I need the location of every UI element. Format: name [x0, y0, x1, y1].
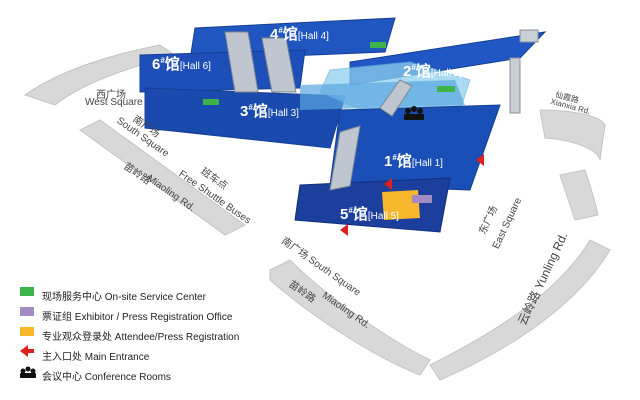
- service-center-hall6[interactable]: [203, 99, 219, 105]
- support-columns: [509, 29, 539, 114]
- green-square-icon: [20, 287, 34, 296]
- hall-3-block[interactable]: [144, 87, 346, 149]
- escalators: [224, 31, 413, 191]
- service-center-hall2[interactable]: [437, 86, 455, 92]
- service-center-hall4[interactable]: [370, 42, 386, 48]
- south-square-band: [79, 119, 246, 236]
- west-square-road: [23, 44, 177, 106]
- purple-square-icon: [20, 307, 34, 316]
- conference-people-icon: [20, 366, 36, 378]
- legend-item-attendee-registration: 专业观众登录处 Attendee/Press Registration: [42, 331, 240, 343]
- legend-item-service-center: 现场服务中心 On-site Service Center: [42, 291, 206, 303]
- hall-6-label: 6#馆[Hall 6]: [152, 56, 211, 73]
- xianxia-road: [539, 109, 606, 161]
- hall-2-floor: [300, 80, 465, 110]
- hall-4-label: 4#馆[Hall 4]: [270, 26, 329, 43]
- map-legend: 现场服务中心 On-site Service Center 票证组 Exhibi…: [20, 285, 239, 385]
- hall-2-label: 2#馆[Hall 2]: [403, 63, 462, 80]
- attendee-registration-area[interactable]: [382, 190, 420, 220]
- hall-5-label: 5#馆[Hall 5]: [340, 206, 399, 223]
- yunling-road: [429, 239, 611, 381]
- south-square-band-lower: [269, 259, 431, 376]
- hall-1-label: 1#馆[Hall 1]: [384, 153, 443, 170]
- main-entrances[interactable]: [340, 154, 484, 236]
- hall-1-block[interactable]: [329, 104, 501, 191]
- west-square-label-cn: 西广场: [96, 90, 126, 101]
- legend-item-conference-rooms: 会议中心 Conference Rooms: [42, 371, 171, 383]
- conference-room-marker[interactable]: [404, 106, 424, 120]
- red-arrow-icon: [20, 345, 34, 357]
- exhibitor-registration-office[interactable]: [412, 195, 432, 203]
- east-square-band: [559, 169, 599, 221]
- legend-item-main-entrance: 主入口处 Main Entrance: [42, 351, 150, 363]
- hall-3-label: 3#馆[Hall 3]: [240, 103, 299, 120]
- legend-item-exhibitor-office: 票证组 Exhibitor / Press Registration Offic…: [42, 311, 233, 323]
- yellow-square-icon: [20, 327, 34, 336]
- west-square-label-en: West Square: [85, 97, 143, 108]
